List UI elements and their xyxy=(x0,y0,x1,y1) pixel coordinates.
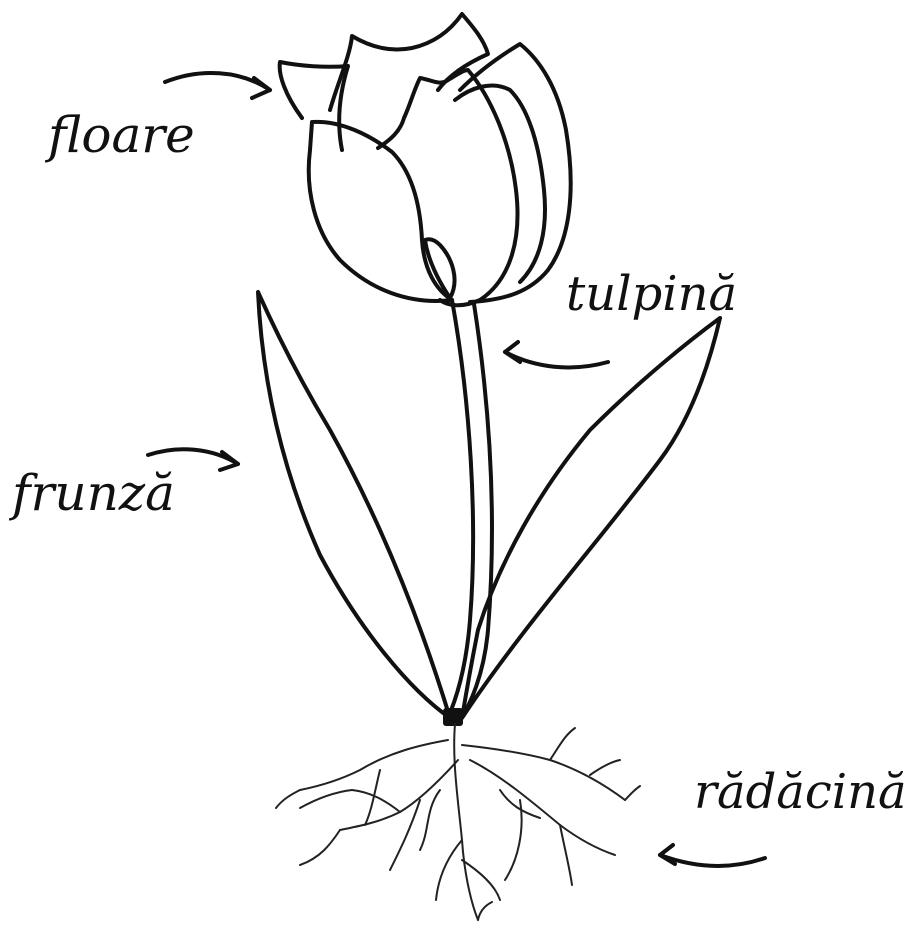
roots xyxy=(276,724,640,920)
label-radacina: rădăcină xyxy=(694,768,907,816)
right-leaf xyxy=(462,318,720,718)
stem-base xyxy=(443,708,463,726)
front-petal-right xyxy=(455,85,545,282)
back-petal-left xyxy=(280,62,348,150)
label-tulpina: tulpină xyxy=(566,270,737,318)
arrow-floare xyxy=(165,73,270,98)
label-frunza: frunză xyxy=(12,468,175,518)
stem-left-line xyxy=(447,300,473,720)
front-petal-center xyxy=(378,70,518,305)
arrow-radacina xyxy=(660,845,765,866)
left-leaf xyxy=(258,292,450,718)
label-floare: floare xyxy=(48,110,195,160)
arrow-tulpina xyxy=(505,342,608,367)
